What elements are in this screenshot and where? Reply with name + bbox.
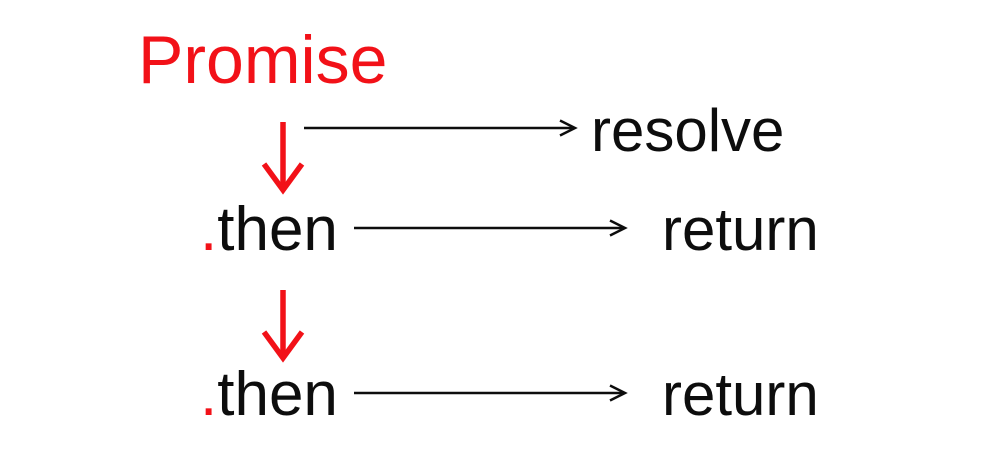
promise-title: Promise [138,22,388,98]
then-method-1: .then [200,199,338,261]
down-arrow-icon [261,122,305,195]
then-dot: . [200,360,218,429]
right-arrow-icon [304,119,578,137]
return-label: return [662,196,819,263]
resolve-label: resolve [591,97,785,164]
then-name: then [217,360,338,429]
then-method-2: .then [200,364,338,426]
down-arrow-icon [261,290,305,363]
right-arrow-icon [354,384,628,402]
then-name: then [217,195,338,264]
then-dot: . [200,195,218,264]
return-label: return [662,361,819,428]
right-arrow-icon [354,219,628,237]
